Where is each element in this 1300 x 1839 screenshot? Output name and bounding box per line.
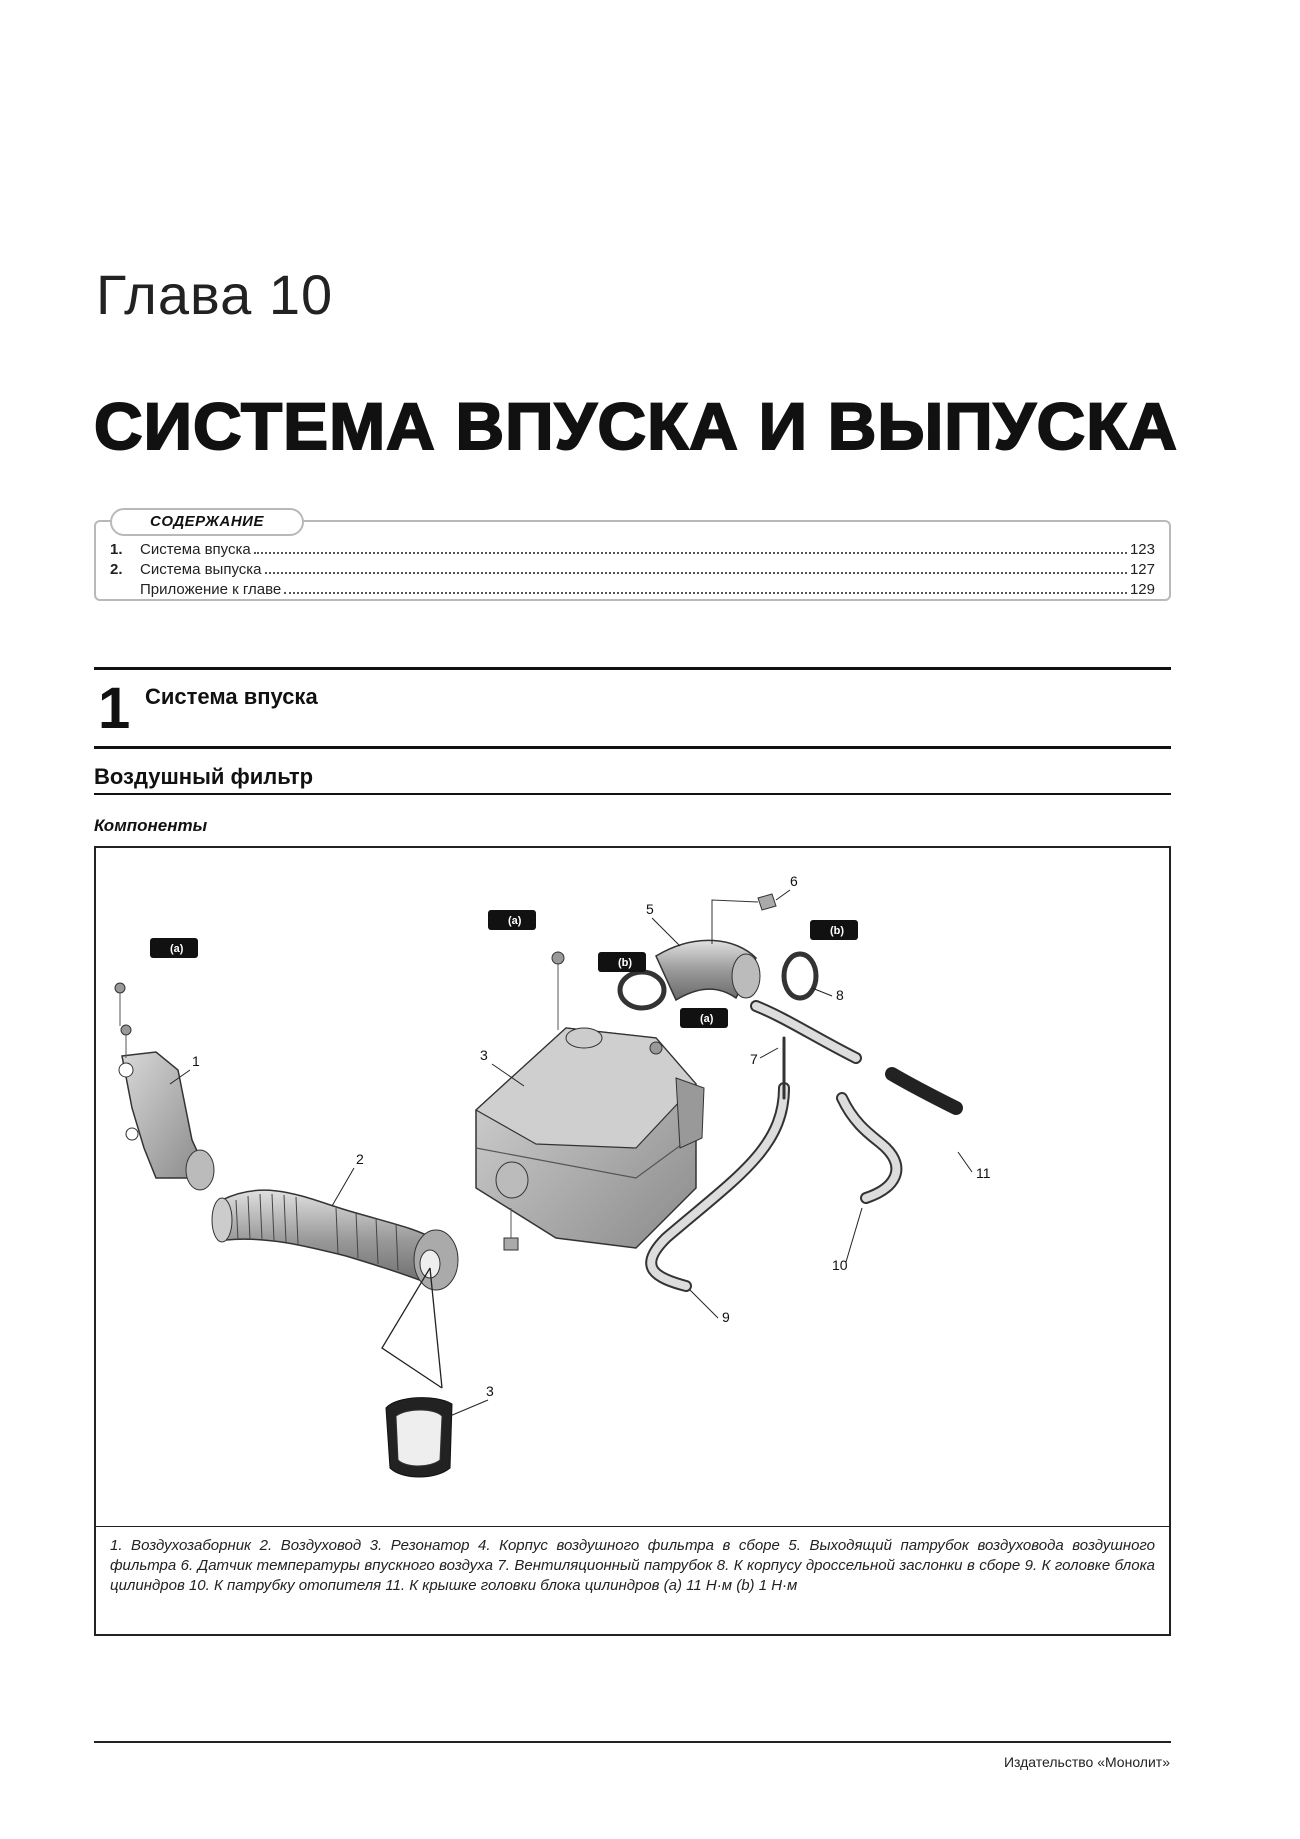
torque-mark-label: (a)	[508, 915, 522, 927]
footer-rule	[94, 1741, 1171, 1743]
callout-number: 1	[192, 1053, 200, 1069]
chapter-title: СИСТЕМА ВПУСКА И ВЫПУСКА	[93, 388, 1178, 464]
components-figure: (a) (a) (b) (a) (b) 1 2 3 3 5 6 7	[94, 846, 1171, 1636]
torque-mark: (a)	[680, 1008, 728, 1028]
chapter-label: Глава 10	[96, 263, 334, 326]
callout-number: 7	[750, 1051, 758, 1067]
torque-mark-label: (b)	[618, 957, 632, 969]
section-number: 1	[98, 676, 131, 741]
toc-leader	[264, 572, 1127, 574]
callout-number: 8	[836, 987, 844, 1003]
resonator-part	[381, 1267, 453, 1478]
section-title: Система впуска	[145, 684, 318, 709]
callout-number: 10	[832, 1257, 848, 1273]
toc-leader	[253, 552, 1127, 554]
clamp-part	[781, 951, 819, 1001]
toc-item[interactable]: 1. Система впуска 123	[110, 539, 1155, 558]
toc-item-title: Система впуска	[140, 541, 251, 558]
torque-mark-label: (a)	[170, 943, 184, 955]
publisher-name: Издательство «Монолит»	[1003, 1754, 1170, 1770]
torque-mark-label: (a)	[700, 1013, 714, 1025]
outlet-duct-part	[617, 939, 761, 1011]
callout-number: 6	[790, 873, 798, 889]
toc-item[interactable]: 2. Система выпуска 127	[110, 559, 1155, 578]
toc-leader	[284, 592, 1127, 594]
air-intake-part	[114, 982, 215, 1191]
callout-number: 3	[486, 1383, 494, 1399]
toc-item-page: 127	[1129, 561, 1155, 578]
torque-mark: (b)	[810, 920, 858, 940]
air-intake-diagram: (a) (a) (b) (a) (b) 1 2 3 3 5 6 7	[114, 873, 991, 1478]
torque-mark: (a)	[150, 938, 198, 958]
callout-number: 9	[722, 1309, 730, 1325]
torque-mark-label: (b)	[830, 925, 844, 937]
subsection-rule	[94, 793, 1171, 795]
caption-divider	[96, 1526, 1169, 1527]
toc-item-number: 1.	[110, 541, 123, 558]
subsection-title: Воздушный фильтр	[94, 764, 314, 789]
section-bottom-rule	[94, 746, 1171, 749]
torque-mark: (a)	[488, 910, 536, 930]
toc-item[interactable]: Приложение к главе 129	[110, 579, 1155, 598]
air-duct-part	[211, 1189, 459, 1291]
callout-number: 2	[356, 1151, 364, 1167]
figure-caption: 1. Воздухозаборник 2. Воздуховод 3. Резо…	[110, 1537, 1155, 1594]
toc-item-page: 129	[1129, 581, 1155, 598]
air-filter-housing-part	[474, 951, 705, 1251]
section-top-rule	[94, 667, 1171, 670]
toc-heading: СОДЕРЖАНИЕ	[110, 508, 304, 536]
table-of-contents: СОДЕРЖАНИЕ 1. Система впуска 123 2. Сист…	[94, 508, 1171, 601]
toc-item-page: 123	[1129, 541, 1155, 558]
components-label: Компоненты	[94, 816, 208, 835]
torque-mark: (b)	[598, 952, 646, 972]
toc-item-number: 2.	[110, 561, 123, 578]
callout-number: 3	[480, 1047, 488, 1063]
temperature-sensor-part	[711, 893, 777, 944]
ventilation-hose-part	[645, 1000, 963, 1292]
callout-number: 5	[646, 901, 654, 917]
toc-item-title: Система выпуска	[140, 561, 262, 578]
toc-item-title: Приложение к главе	[140, 581, 282, 598]
callout-number: 11	[976, 1165, 991, 1181]
